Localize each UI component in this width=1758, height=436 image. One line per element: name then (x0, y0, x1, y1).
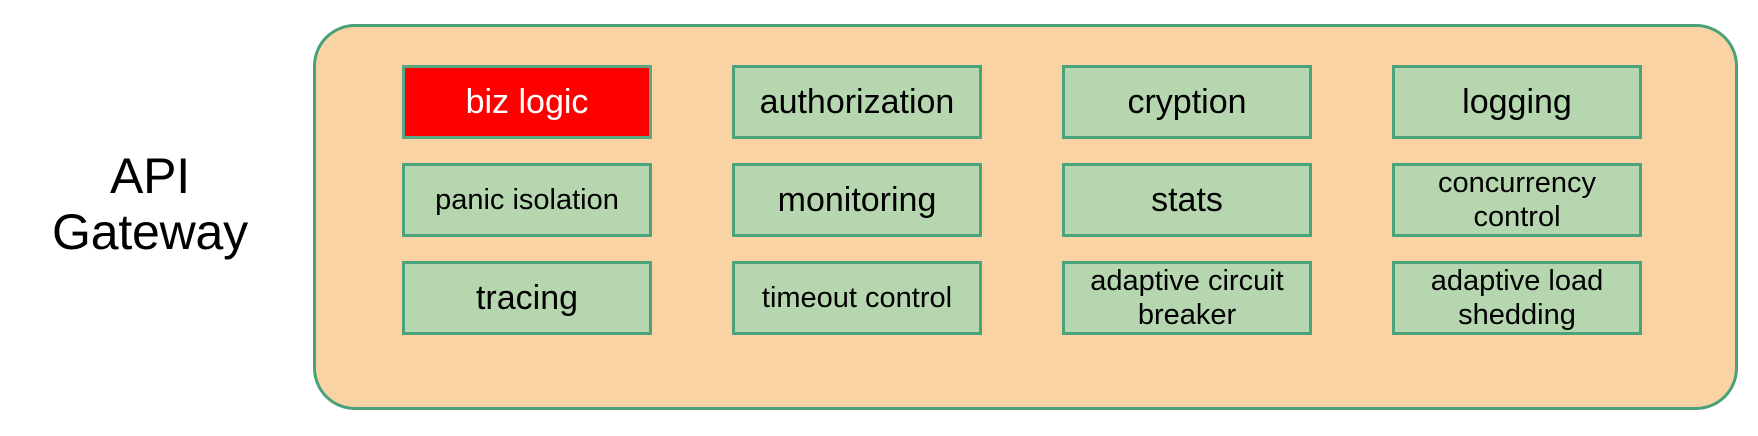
capability-box-authorization[interactable]: authorization (732, 65, 982, 139)
api-gateway-label: API Gateway (52, 148, 248, 260)
capability-box-logging[interactable]: logging (1392, 65, 1642, 139)
capability-box-adaptive-circuit-breaker[interactable]: adaptive circuit breaker (1062, 261, 1312, 335)
capability-box-adaptive-load-shedding[interactable]: adaptive load shedding (1392, 261, 1642, 335)
capability-box-cryption[interactable]: cryption (1062, 65, 1312, 139)
capability-grid: biz logic authorization cryption logging pan… (402, 65, 1642, 335)
capability-box-stats[interactable]: stats (1062, 163, 1312, 237)
capability-box-panic-isolation[interactable]: panic isolation (402, 163, 652, 237)
capability-box-tracing[interactable]: tracing (402, 261, 652, 335)
capability-box-concurrency-control[interactable]: concurrency control (1392, 163, 1642, 237)
capability-box-timeout-control[interactable]: timeout control (732, 261, 982, 335)
capability-box-monitoring[interactable]: monitoring (732, 163, 982, 237)
capability-box-biz-logic[interactable]: biz logic (402, 65, 652, 139)
